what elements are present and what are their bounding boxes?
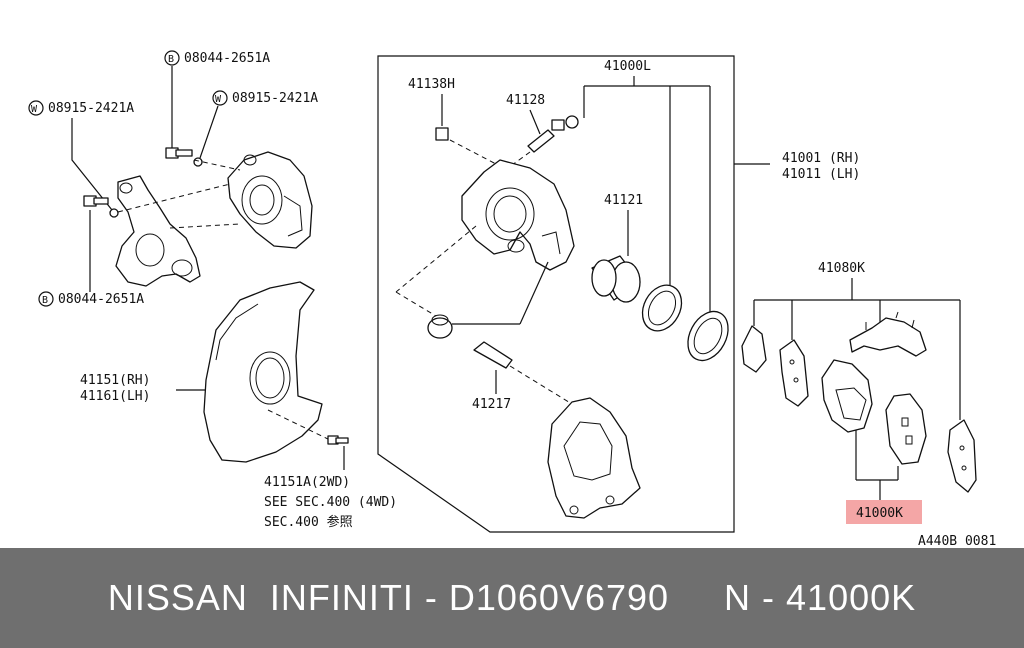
callout-41121: 41121 [604, 193, 643, 256]
piston-seal [641, 284, 683, 332]
svg-text:W: W [31, 104, 38, 115]
callout-41000L: 41000L [583, 59, 711, 316]
callout-08915-right: W 08915-2421A [199, 90, 318, 159]
svg-text:08044-2651A: 08044-2651A [58, 292, 144, 307]
steering-knuckle [115, 175, 201, 287]
callout-41138H: 41138H [408, 77, 455, 126]
shim-a [741, 325, 767, 373]
torque-member [547, 397, 641, 519]
brake-pad-inner [821, 359, 873, 433]
figure-code: A440B 0081 [918, 534, 996, 548]
svg-text:41151A(2WD): 41151A(2WD) [264, 475, 350, 490]
bolt-41151A [267, 409, 349, 470]
svg-text:41128: 41128 [506, 93, 545, 108]
svg-text:41138H: 41138H [408, 77, 455, 92]
bolt-08044-lower [83, 195, 119, 218]
svg-text:41080K: 41080K [818, 261, 865, 276]
assembly-lines-center [395, 225, 549, 325]
footer-bar: NISSAN INFINITI - D1060V6790 N - 41000K [0, 548, 1024, 648]
shim-b [779, 339, 809, 407]
callout-08044-bottom: B 08044-2651A [38, 210, 144, 307]
bleeder-41138H [435, 127, 497, 165]
svg-text:08044-2651A: 08044-2651A [184, 51, 270, 66]
shim-outer [947, 419, 977, 493]
callout-41001-41011: 41001 (RH) 41011 (LH) [734, 151, 860, 182]
pin-41128 [507, 115, 579, 169]
svg-text:41217: 41217 [472, 397, 511, 412]
svg-text:41151(RH): 41151(RH) [80, 373, 150, 388]
svg-text:SEC.400 参照: SEC.400 参照 [264, 514, 353, 530]
caliper-assembly-box [377, 55, 735, 533]
svg-text:41011 (LH): 41011 (LH) [782, 167, 860, 182]
callout-41151-41161: 41151(RH) 41161(LH) [80, 373, 206, 404]
svg-text:41001 (RH): 41001 (RH) [782, 151, 860, 166]
callout-41128: 41128 [506, 93, 545, 135]
callout-41151A: 41151A(2WD) SEE SEC.400 (4WD) SEC.400 参照 [264, 475, 397, 530]
assembly-lines-left [117, 159, 241, 229]
disc-shield [203, 281, 323, 463]
callout-08044-top: B 08044-2651A [164, 50, 270, 148]
callout-41000K: 41000K [846, 430, 922, 524]
parts-diagram: B 08044-2651A W 08915-2421A W 08915-2421… [28, 50, 996, 548]
pad-clip [849, 311, 927, 357]
svg-text:41161(LH): 41161(LH) [80, 389, 150, 404]
svg-text:41000L: 41000L [604, 59, 651, 74]
piston-41121 [591, 255, 641, 303]
caliper-upper-left [227, 151, 313, 249]
callout-41080K: 41080K [753, 261, 961, 420]
slide-pin-41217 [473, 341, 573, 405]
svg-text:B: B [168, 54, 174, 65]
svg-text:41121: 41121 [604, 193, 643, 208]
svg-text:08915-2421A: 08915-2421A [232, 91, 318, 106]
brake-pad-outer [885, 393, 927, 465]
callout-08915-left: W 08915-2421A [28, 100, 134, 211]
footer-text: NISSAN INFINITI - D1060V6790 N - 41000K [107, 577, 917, 618]
caliper-body-center [461, 159, 575, 271]
svg-text:W: W [215, 94, 222, 105]
callout-41217: 41217 [472, 370, 511, 412]
washer-upper [193, 157, 203, 167]
svg-text:B: B [42, 295, 48, 306]
dust-seal [687, 310, 729, 362]
bolt-08044-upper [165, 147, 193, 159]
slide-boot [427, 314, 453, 339]
svg-text:41000K: 41000K [856, 506, 903, 521]
highlight-box [846, 500, 922, 524]
svg-text:08915-2421A: 08915-2421A [48, 101, 134, 116]
svg-text:SEE SEC.400 (4WD): SEE SEC.400 (4WD) [264, 495, 397, 510]
